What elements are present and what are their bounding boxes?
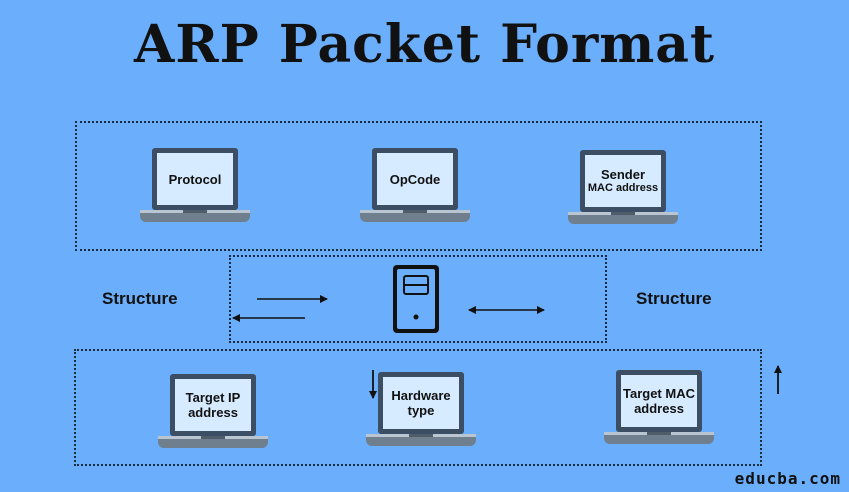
laptop-protocol: Protocol bbox=[140, 148, 250, 228]
laptop-sender-mac: Sender MAC address bbox=[568, 150, 678, 230]
structure-label-left: Structure bbox=[102, 289, 178, 308]
bottom-group-box bbox=[74, 349, 762, 466]
diagram-title: ARP Packet Format bbox=[134, 14, 715, 75]
brand-watermark: educba.com bbox=[734, 469, 841, 488]
laptop-label: Target IP bbox=[185, 390, 241, 405]
laptop-target-ip: Target IP address bbox=[158, 374, 268, 454]
laptop-label: Target MAC bbox=[623, 386, 695, 401]
laptop-icon bbox=[604, 432, 714, 444]
top-group-box bbox=[75, 121, 762, 251]
laptop-label-sub: address bbox=[188, 405, 238, 420]
laptop-label: Hardware bbox=[391, 388, 451, 403]
laptop-label-sub: address bbox=[634, 401, 684, 416]
laptop-icon bbox=[140, 210, 250, 222]
middle-group-box bbox=[229, 255, 607, 343]
laptop-label-sub: MAC address bbox=[587, 182, 659, 194]
laptop-label-sub: type bbox=[407, 403, 435, 418]
structure-label-right: Structure bbox=[636, 289, 712, 308]
laptop-hardware-type: Hardware type bbox=[366, 372, 476, 452]
laptop-label: Protocol bbox=[168, 171, 222, 187]
laptop-label: OpCode bbox=[389, 171, 441, 187]
laptop-icon bbox=[158, 436, 268, 448]
laptop-icon bbox=[360, 210, 470, 222]
laptop-icon bbox=[366, 434, 476, 446]
laptop-opcode: OpCode bbox=[360, 148, 470, 228]
laptop-label: Sender bbox=[600, 167, 646, 182]
laptop-target-mac: Target MAC address bbox=[604, 370, 714, 450]
server-icon bbox=[393, 265, 439, 333]
laptop-icon bbox=[568, 212, 678, 224]
